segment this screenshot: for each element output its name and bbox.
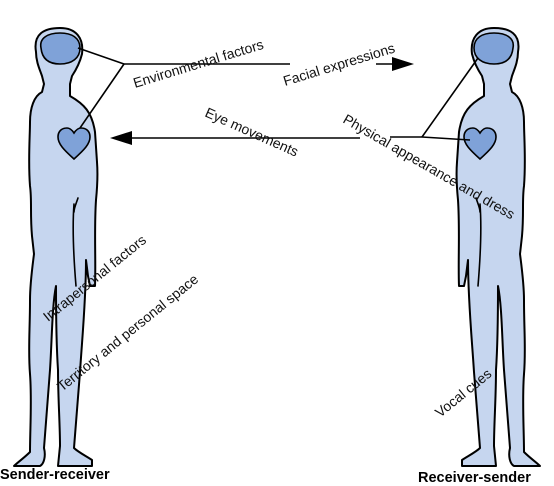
heart-icon [57,127,91,161]
eye-movements-arrow [110,131,360,145]
caption-sender-receiver: Sender-receiver [0,467,110,483]
brain-icon [39,32,81,65]
left-connectors [77,47,290,129]
caption-receiver-sender: Receiver-sender [418,470,531,486]
sender-receiver-figure [13,27,99,467]
receiver-sender-figure [455,27,541,467]
right-connectors [390,57,479,141]
heart-icon [463,127,497,161]
brain-icon [473,32,515,65]
label-eye-movements: Eye movements [203,104,301,159]
facial-expressions-arrow [376,57,414,71]
